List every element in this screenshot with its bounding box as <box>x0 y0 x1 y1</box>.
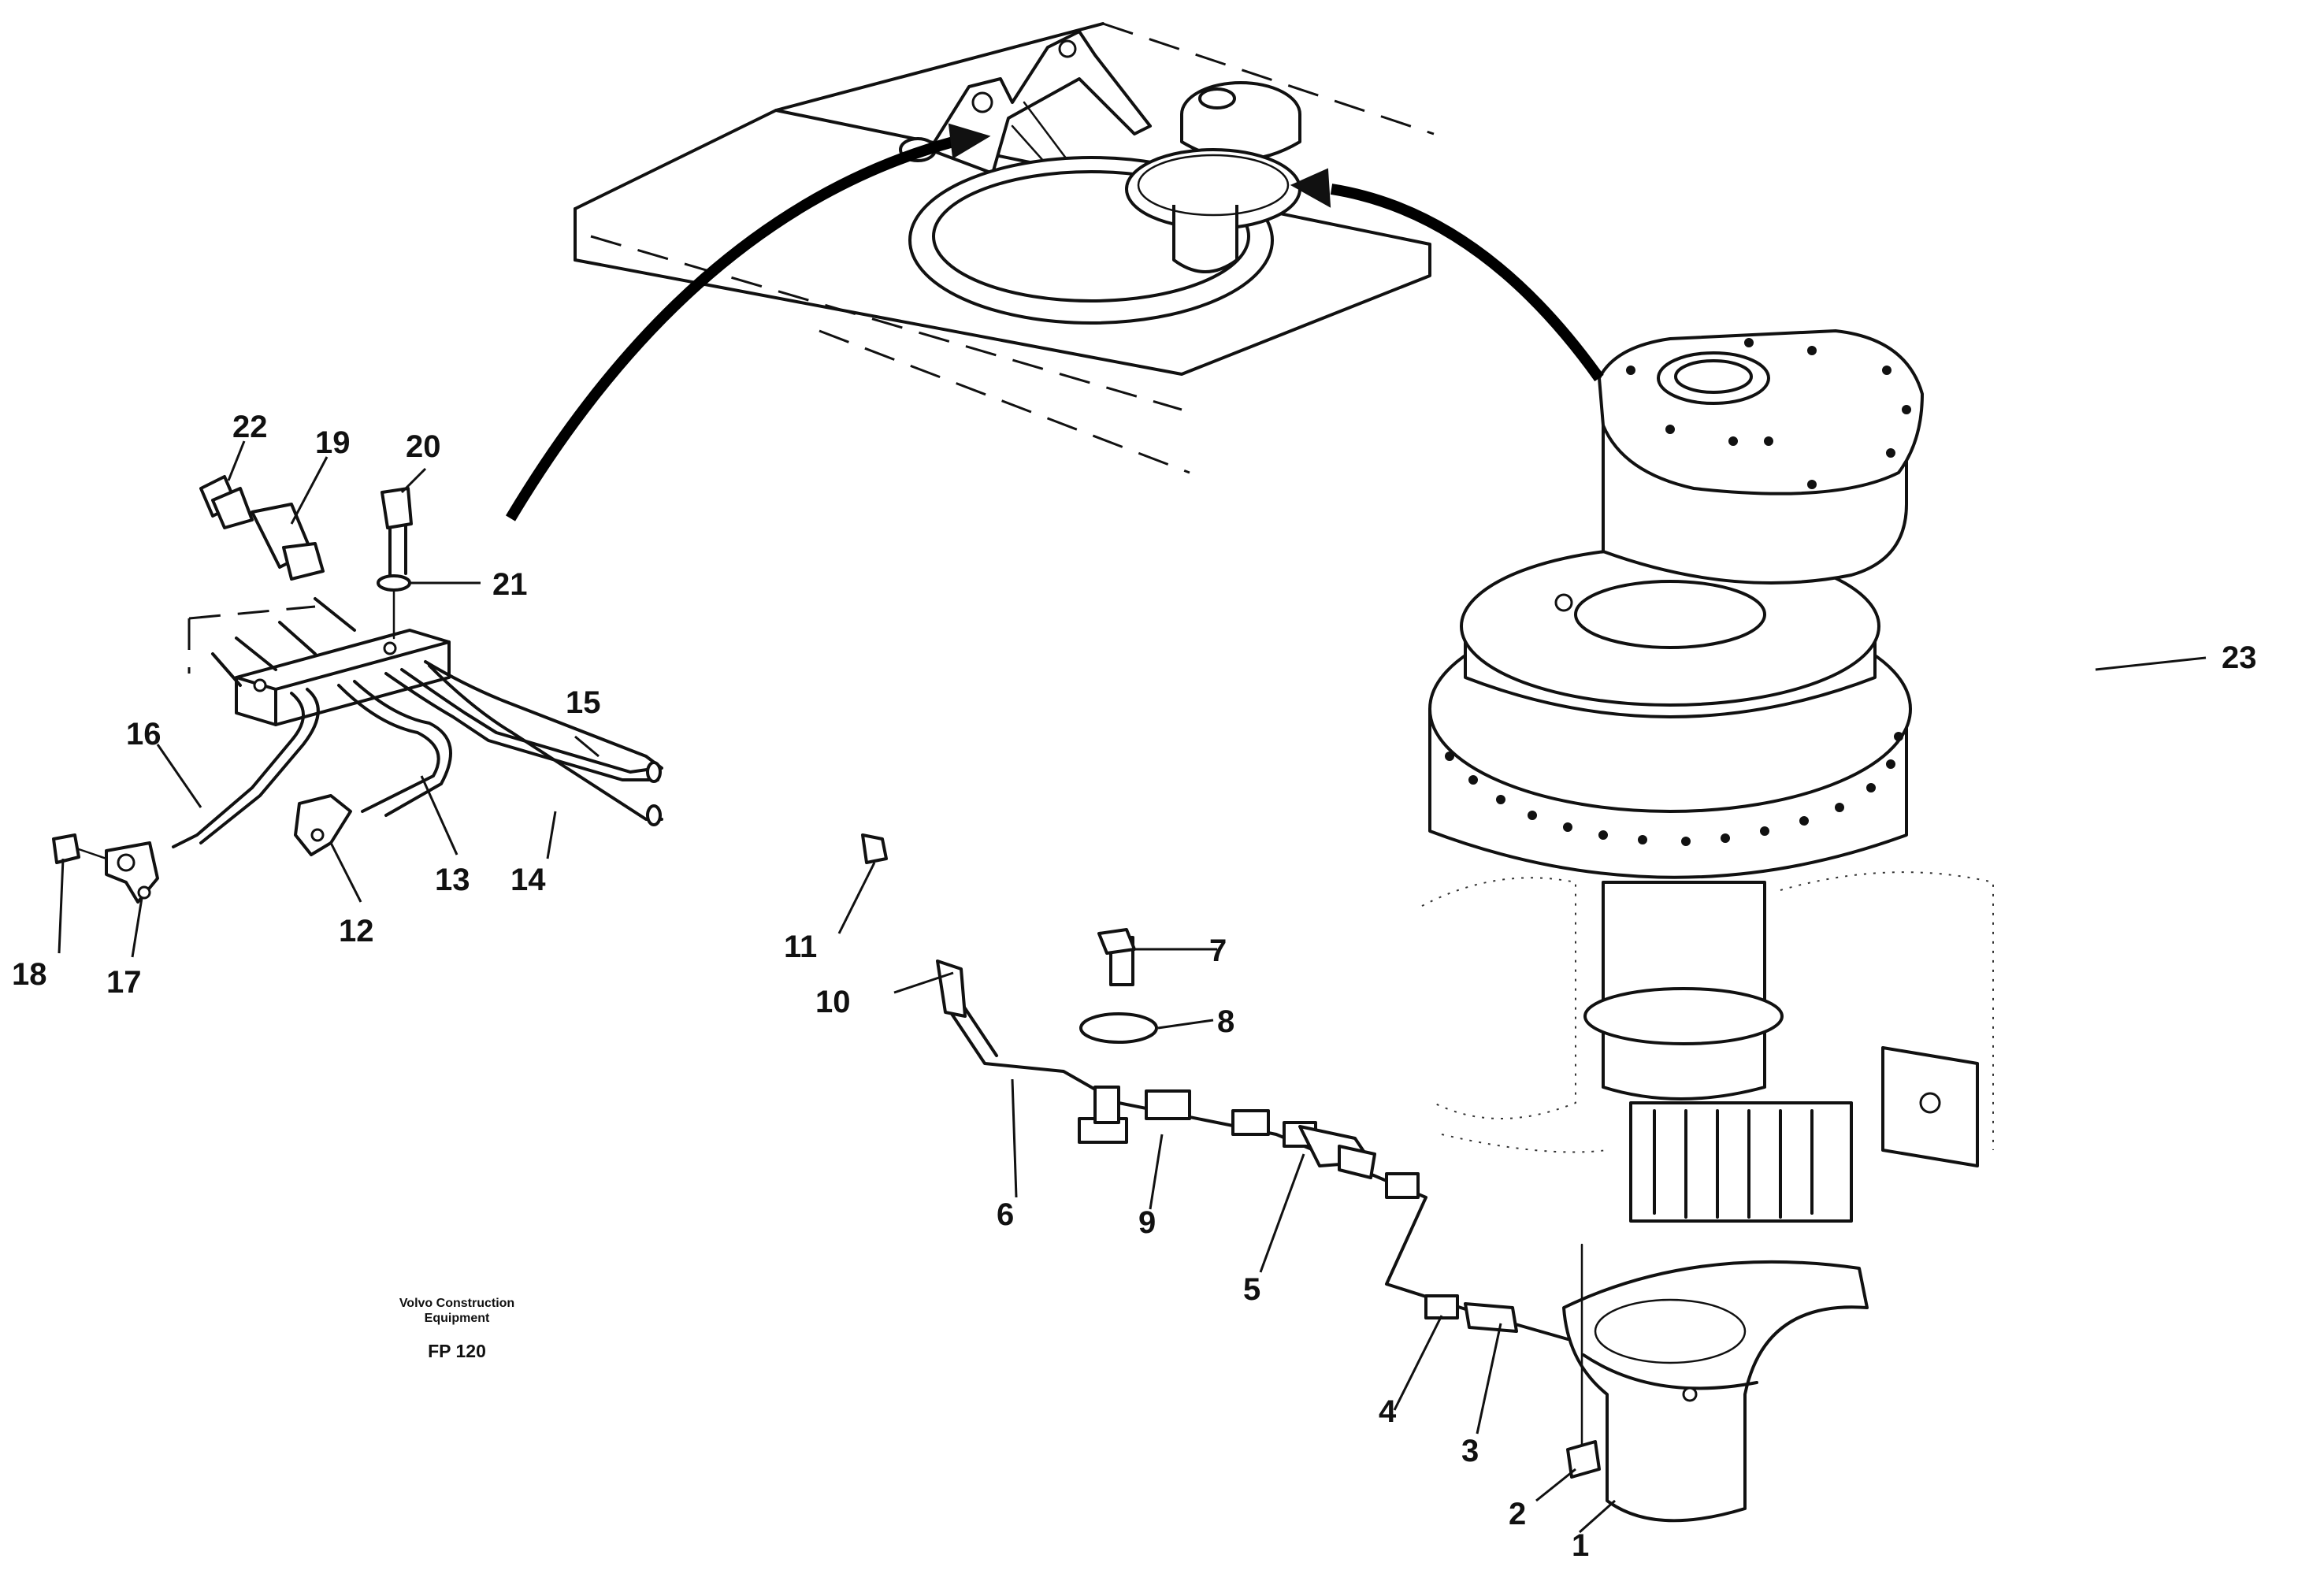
callout-8: 8 <box>1217 1004 1234 1039</box>
callout-3: 3 <box>1461 1434 1479 1468</box>
callout-10: 10 <box>815 985 851 1019</box>
callout-leaders <box>58 440 2207 1534</box>
callout-17: 17 <box>106 965 142 1000</box>
right-arrow-head <box>1290 168 1331 208</box>
callout-19: 19 <box>315 425 351 460</box>
callout-2: 2 <box>1509 1497 1526 1531</box>
callout-4: 4 <box>1379 1394 1397 1429</box>
callout-23: 23 <box>2222 640 2257 675</box>
figure-code: FP 120 <box>428 1341 486 1361</box>
manifold-assembly <box>52 475 663 904</box>
company-name: Volvo Construction Equipment <box>399 1297 515 1325</box>
callout-6: 6 <box>997 1197 1014 1232</box>
swing-gearbox-assembly <box>1428 329 1979 1223</box>
callout-15: 15 <box>566 685 601 720</box>
callout-16: 16 <box>126 717 161 752</box>
assembly-arrows <box>505 123 1604 521</box>
callout-7: 7 <box>1209 933 1227 968</box>
frame-cutaway <box>1421 871 1994 1153</box>
bottom-cover <box>1562 1260 1869 1523</box>
callout-21: 21 <box>492 567 528 602</box>
callout-11: 11 <box>784 930 817 964</box>
callout-22: 22 <box>232 410 268 444</box>
callout-12: 12 <box>339 914 374 948</box>
callout-20: 20 <box>406 429 441 464</box>
left-arrow-head <box>948 123 991 159</box>
callout-13: 13 <box>435 863 470 897</box>
bolt-2 <box>1566 1243 1601 1479</box>
callout-1: 1 <box>1572 1528 1589 1563</box>
swing-motor-silhouette <box>1125 81 1301 273</box>
grease-pipe-assembly <box>861 833 1569 1341</box>
callout-9: 9 <box>1138 1205 1156 1240</box>
right-assembly-arrow <box>1330 184 1604 382</box>
callout-5: 5 <box>1243 1272 1260 1307</box>
callout-18: 18 <box>12 957 47 992</box>
callout-14: 14 <box>510 863 546 897</box>
callout-labels: 1 2 3 4 5 6 7 8 9 10 11 12 13 14 15 16 1… <box>12 410 2257 1563</box>
left-assembly-arrow <box>505 136 955 521</box>
